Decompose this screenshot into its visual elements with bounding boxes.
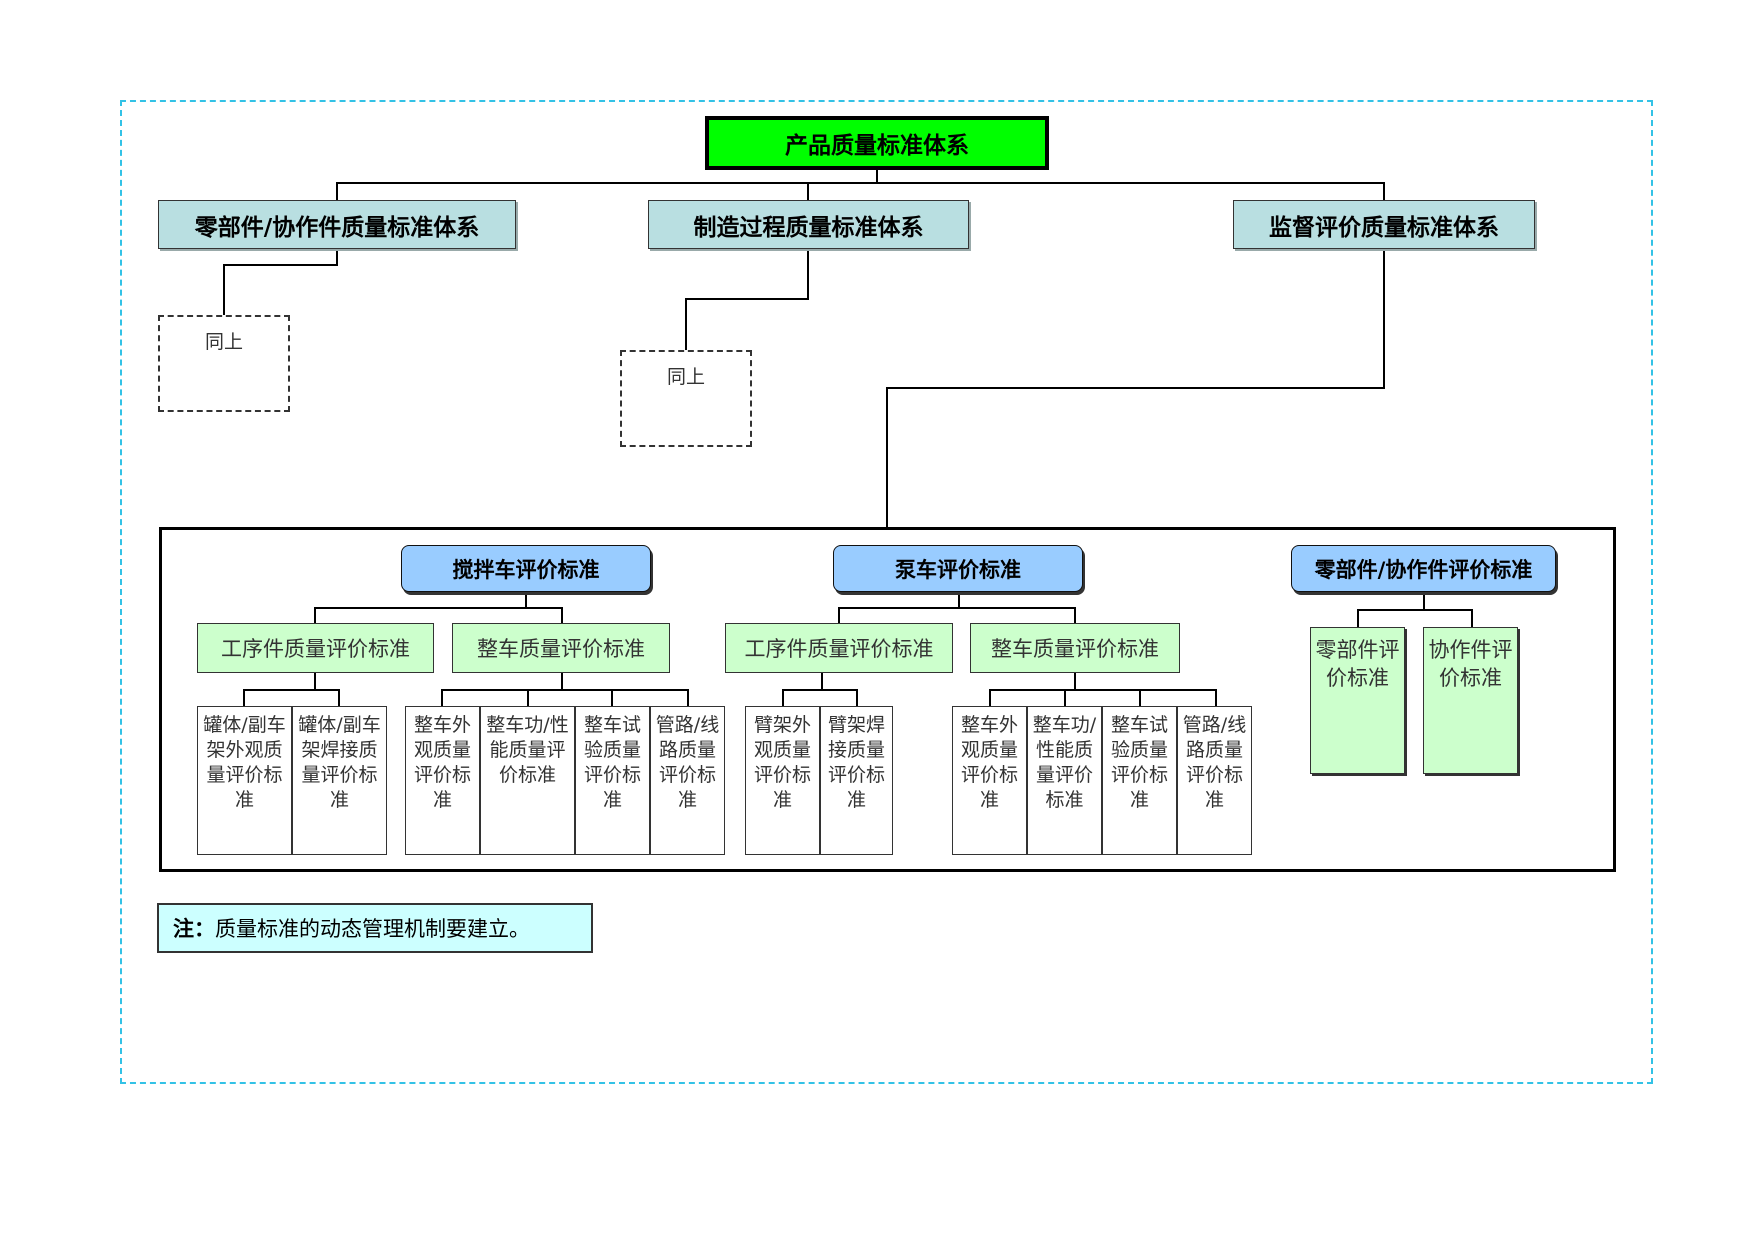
parts-eval-node: 零部件/协作件评价标准 — [1291, 545, 1556, 592]
mixer-leaf-process-1: 罐体/副车架外观质量评价标准 — [197, 706, 292, 855]
parts-eval-child-2: 协作件评价标准 — [1423, 627, 1518, 774]
pump-leaf-vehicle-4: 管路/线路质量评价标准 — [1177, 706, 1252, 855]
outer-frame — [120, 100, 1653, 1084]
supervision-quality-system-node: 监督评价质量标准体系 — [1233, 200, 1535, 249]
mixer-process-eval-node: 工序件质量评价标准 — [197, 623, 434, 673]
mixer-leaf-vehicle-3: 整车试验质量评价标准 — [575, 706, 650, 855]
mixer-leaf-vehicle-4: 管路/线路质量评价标准 — [650, 706, 725, 855]
mixer-leaf-process-2: 罐体/副车架焊接质量评价标准 — [292, 706, 387, 855]
note-box: 注：质量标准的动态管理机制要建立。 — [157, 903, 593, 953]
same-as-above-node-2: 同上 — [620, 350, 752, 447]
same-as-above-node-1: 同上 — [158, 315, 290, 412]
pump-vehicle-eval-node: 整车质量评价标准 — [970, 623, 1180, 673]
note-prefix: 注： — [173, 917, 215, 941]
pump-leaf-vehicle-3: 整车试验质量评价标准 — [1102, 706, 1177, 855]
pump-leaf-vehicle-2: 整车功/性能质量评价标准 — [1027, 706, 1102, 855]
mixer-vehicle-eval-node: 整车质量评价标准 — [452, 623, 670, 673]
mixer-leaf-vehicle-2: 整车功/性能质量评价标准 — [480, 706, 575, 855]
mixer-leaf-vehicle-1: 整车外观质量评价标准 — [405, 706, 480, 855]
note-text: 质量标准的动态管理机制要建立。 — [215, 917, 530, 941]
process-quality-system-node: 制造过程质量标准体系 — [648, 200, 969, 249]
pump-leaf-process-1: 臂架外观质量评价标准 — [745, 706, 820, 855]
parts-eval-child-1: 零部件评价标准 — [1310, 627, 1405, 774]
pump-process-eval-node: 工序件质量评价标准 — [725, 623, 953, 673]
parts-quality-system-node: 零部件/协作件质量标准体系 — [158, 200, 516, 249]
pump-leaf-process-2: 臂架焊接质量评价标准 — [820, 706, 893, 855]
mixer-eval-node: 搅拌车评价标准 — [401, 545, 651, 592]
evaluation-group-frame — [159, 527, 1616, 872]
root-node: 产品质量标准体系 — [705, 116, 1049, 170]
pump-leaf-vehicle-1: 整车外观质量评价标准 — [952, 706, 1027, 855]
pump-eval-node: 泵车评价标准 — [833, 545, 1083, 592]
